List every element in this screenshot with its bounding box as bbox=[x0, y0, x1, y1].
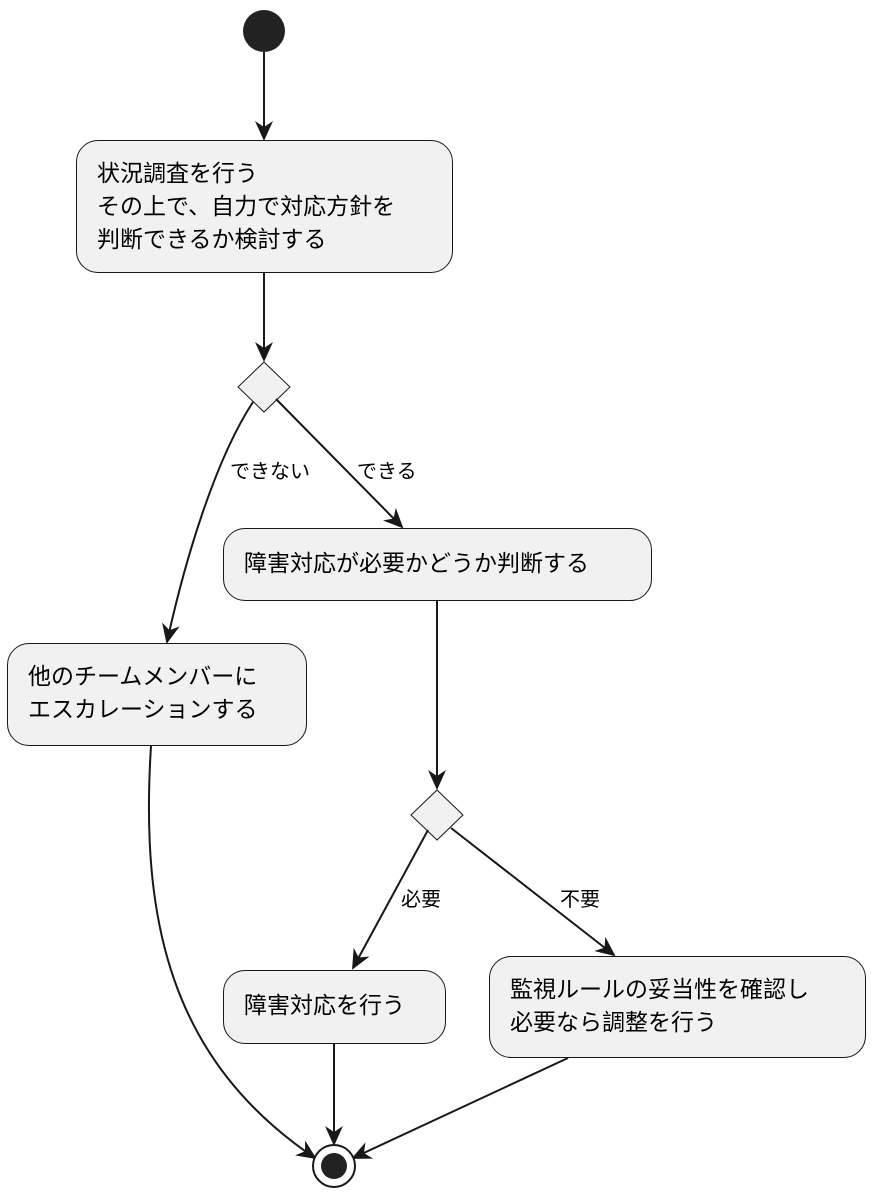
activity-judge-need: 障害対応が必要かどうか判断する bbox=[223, 528, 652, 601]
end-node-inner bbox=[321, 1153, 347, 1179]
activity-investigate: 状況調査を行う その上で、自力で対応方針を 判断できるか検討する bbox=[76, 140, 453, 273]
edge-not-needed bbox=[450, 827, 616, 957]
activity-escalate: 他のチームメンバーに エスカレーションする bbox=[7, 643, 307, 746]
edge-label-not-needed: 不要 bbox=[560, 887, 600, 911]
activity-review-rules-line-1: 監視ルールの妥当性を確認し bbox=[510, 977, 809, 1003]
activity-investigate-line-1: 状況調査を行う bbox=[97, 161, 258, 187]
activity-review-rules: 監視ルールの妥当性を確認し 必要なら調整を行う bbox=[489, 956, 866, 1058]
edge-label-needed: 必要 bbox=[401, 887, 441, 911]
activity-escalate-line-1: 他のチームメンバーに bbox=[28, 664, 258, 690]
edge-can bbox=[275, 398, 404, 529]
edge-cannot bbox=[162, 401, 254, 644]
activity-review-rules-line-2: 必要なら調整を行う bbox=[510, 1010, 717, 1036]
edge-review-end bbox=[351, 1057, 569, 1159]
edge-label-can: できる bbox=[357, 459, 417, 483]
edge-label-cannot: できない bbox=[230, 459, 310, 483]
activity-respond: 障害対応を行う bbox=[223, 970, 446, 1044]
activity-respond-line-1: 障害対応を行う bbox=[244, 993, 405, 1019]
activity-investigate-line-3: 判断できるか検討する bbox=[97, 227, 327, 253]
decision-diamond-need-response bbox=[410, 789, 464, 841]
edge-needed bbox=[352, 829, 429, 970]
start-node bbox=[243, 10, 285, 52]
activity-escalate-line-2: エスカレーションする bbox=[28, 697, 258, 723]
activity-judge-need-line-1: 障害対応が必要かどうか判断する bbox=[244, 551, 589, 577]
activity-investigate-line-2: その上で、自力で対応方針を bbox=[97, 194, 396, 220]
edge-escalate-end bbox=[147, 745, 317, 1160]
